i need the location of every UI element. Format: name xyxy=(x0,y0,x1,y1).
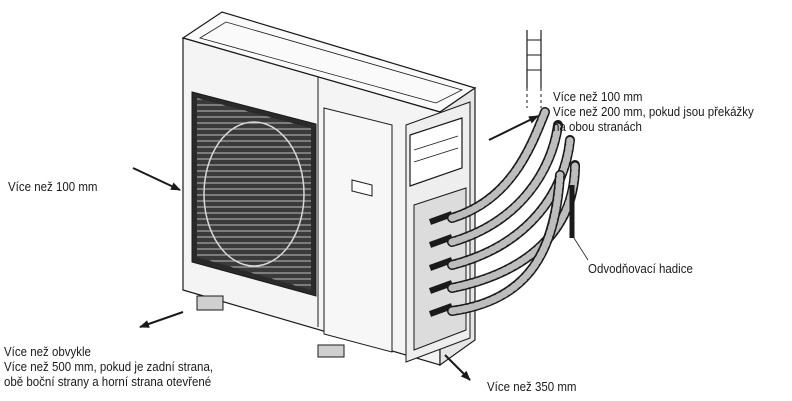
control-window-line xyxy=(413,147,459,163)
valve-fitting xyxy=(428,234,454,248)
fan-circle xyxy=(203,121,305,267)
label-top-clearance-3: na obou stranách xyxy=(553,120,642,134)
left-clearance-arrow xyxy=(132,167,181,191)
pipes xyxy=(447,107,580,316)
label-top-clearance-1: Více než 100 mm xyxy=(553,90,643,104)
valve-fitting xyxy=(428,303,454,317)
valve-fitting xyxy=(428,280,454,294)
label-top-clearance-2: Více než 200 mm, pokud jsou překážky xyxy=(553,105,754,119)
service-panel xyxy=(323,107,393,353)
front-clearance-arrow xyxy=(139,311,184,328)
unit-top-inner-rim xyxy=(199,21,464,104)
unit-foot xyxy=(317,344,345,358)
control-window xyxy=(409,117,463,187)
wall-section xyxy=(526,30,542,108)
panel-label xyxy=(351,179,373,197)
label-drain-hose: Odvodňovací hadice xyxy=(588,262,693,276)
label-left-clearance: Více než 100 mm xyxy=(8,180,98,194)
drain-hose-leader xyxy=(573,237,589,261)
label-front-clearance-3: obě boční strany a horní strana otevřené xyxy=(4,375,212,389)
fan-grille xyxy=(197,98,311,290)
unit-foot xyxy=(196,295,224,311)
label-front-clearance-2: Více než 500 mm, pokud je zadní strana, xyxy=(4,360,214,374)
label-right-clearance: Více než 350 mm xyxy=(487,380,577,394)
top-clearance-arrow xyxy=(488,115,539,141)
label-front-clearance-1: Více než obvykle xyxy=(4,345,91,359)
control-window-line xyxy=(413,135,459,151)
right-clearance-arrow xyxy=(444,354,471,381)
valve-fitting xyxy=(428,257,454,271)
